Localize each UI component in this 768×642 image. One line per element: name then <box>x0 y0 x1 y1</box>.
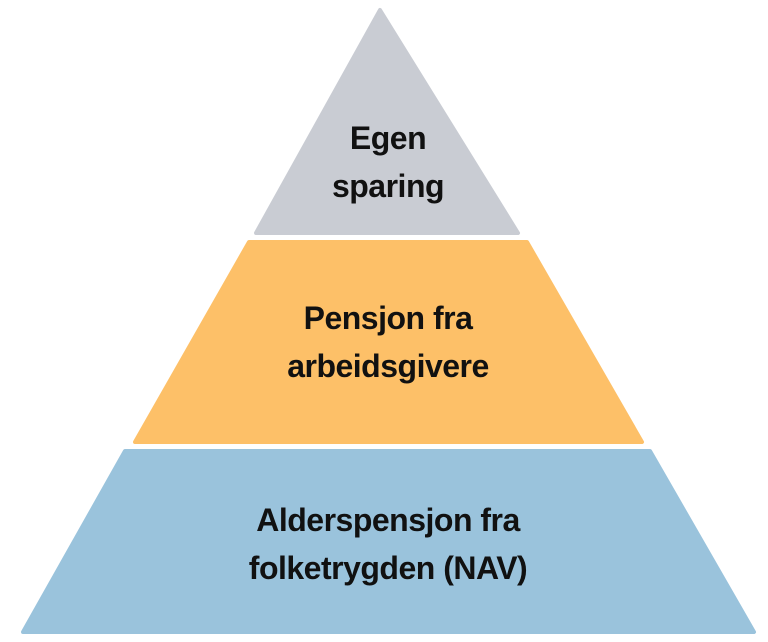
level-label-top: Egen sparing <box>0 114 768 210</box>
label-line: arbeidsgivere <box>287 348 489 384</box>
pyramid-level-top <box>254 8 520 235</box>
label-line: folketrygden (NAV) <box>248 550 528 586</box>
level-label-bottom: Alderspensjon fra folketrygden (NAV) <box>0 496 768 592</box>
pyramid-level-middle <box>133 240 644 444</box>
label-line: Alderspensjon fra <box>256 502 520 538</box>
label-line: sparing <box>331 168 445 204</box>
label-line: Pensjon fra <box>303 300 473 336</box>
label-line: Egen <box>349 120 427 156</box>
pyramid-level-bottom <box>21 449 756 634</box>
level-label-middle: Pensjon fra arbeidsgivere <box>0 294 768 390</box>
